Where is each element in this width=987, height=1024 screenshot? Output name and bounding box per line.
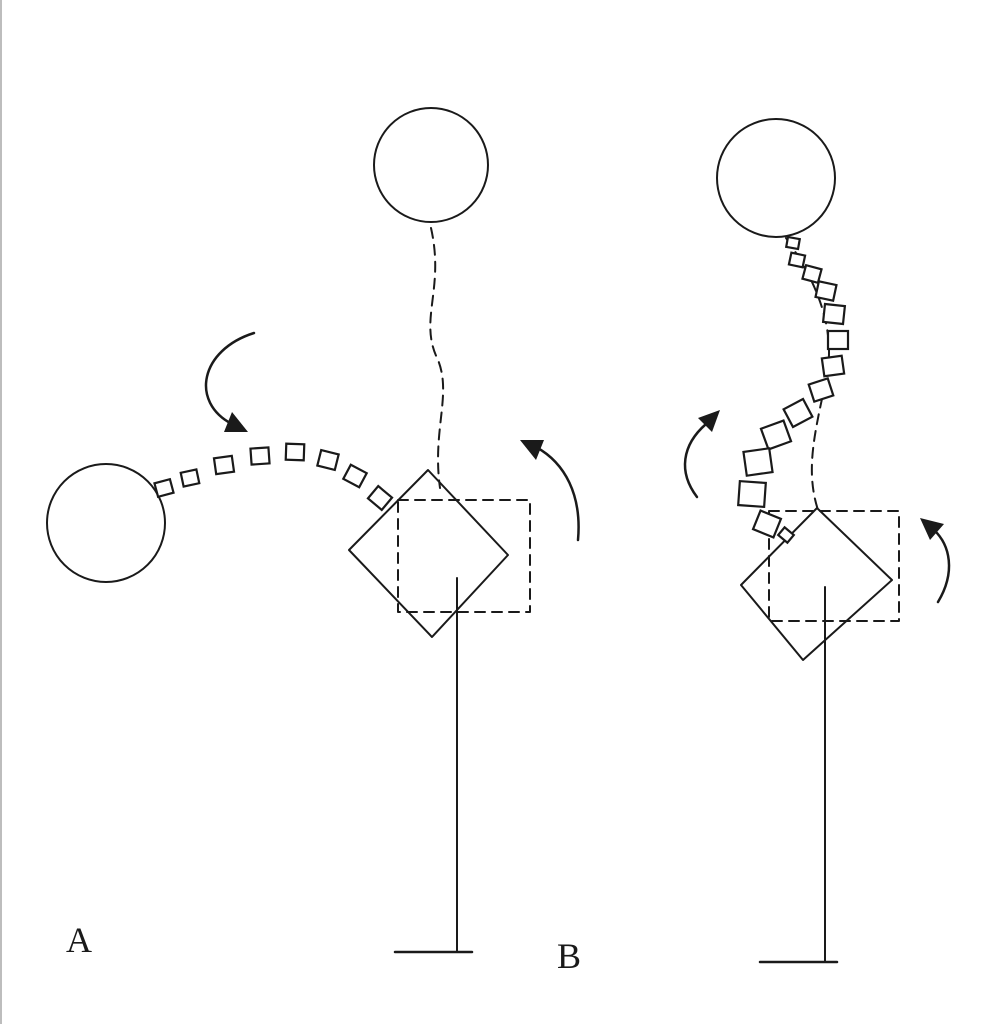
panel-b-vertebra: [801, 263, 823, 285]
panel-a-displaced-head: [46, 463, 166, 583]
panel-b: B: [557, 118, 951, 976]
panel-a-vertebra: [366, 484, 394, 512]
panel-a-vertebra: [341, 463, 369, 489]
panel-b-vertebra: [737, 479, 767, 509]
panel-a-vertebrae: [153, 442, 394, 512]
panel-b-head: [716, 118, 836, 238]
panel-b-vertebra: [776, 525, 796, 545]
panel-a-pelvis-rotation-arrow: [520, 440, 580, 542]
panel-b-label: B: [557, 936, 581, 976]
panel-a-vertebra: [284, 442, 306, 462]
panel-a-label: A: [66, 920, 92, 960]
panel-b-vertebra: [759, 419, 793, 451]
panel-b-rotated-pelvis: [740, 507, 893, 661]
panel-a-vertebra: [212, 454, 236, 476]
panel-a-head-rotation-arrow: [204, 331, 256, 432]
panel-b-vertebra: [826, 329, 850, 351]
panel-a-reference-pelvis: [397, 499, 531, 613]
panel-b-pelvis-rotation-arrow: [920, 518, 951, 604]
panel-a-reference-spine: [429, 227, 445, 489]
panel-b-vertebra: [814, 279, 838, 303]
panel-a-vertebra: [153, 477, 175, 499]
panel-b-vertebra: [820, 354, 846, 378]
panel-b-vertebra: [751, 509, 783, 539]
panel-a-rotated-pelvis: [348, 469, 509, 638]
panel-a-vertebra: [315, 448, 341, 472]
panel-b-vertebra: [782, 397, 814, 429]
panel-b-reference-pelvis: [768, 510, 900, 622]
panel-b-trunk-rotation-arrow: [683, 410, 720, 499]
panel-b-vertebrae: [737, 235, 850, 545]
panel-b-vertebra: [787, 251, 807, 269]
panel-b-vertebra: [742, 447, 774, 477]
panel-a-vertebra: [179, 468, 201, 488]
panel-a-reference-head: [373, 107, 489, 223]
panel-b-vertebra: [821, 302, 847, 326]
panel-b-vertebra: [807, 376, 835, 404]
panel-a-vertebra: [249, 446, 271, 466]
panel-a: A: [46, 107, 580, 960]
panel-b-vertebra: [784, 235, 802, 251]
page-edge: [0, 0, 2, 1024]
